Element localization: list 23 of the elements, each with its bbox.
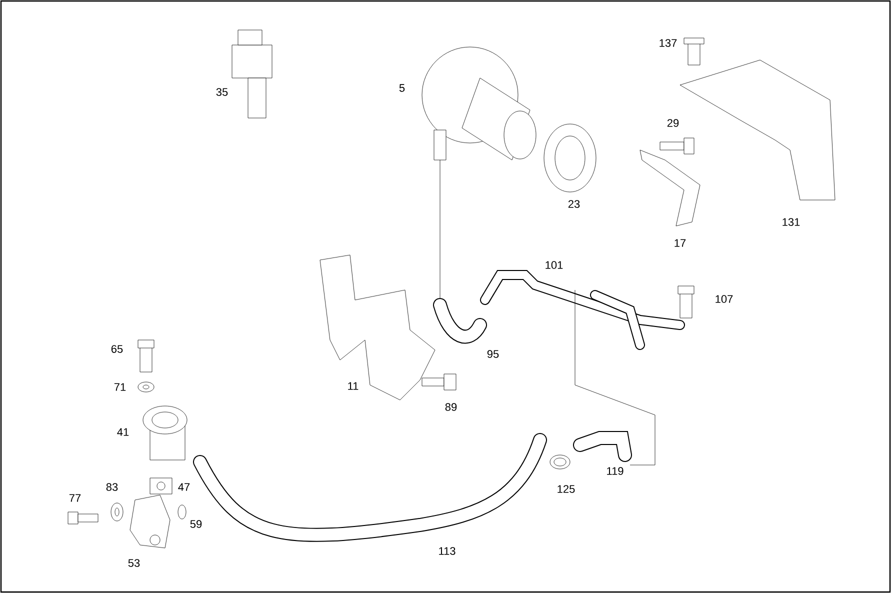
callout-number: 95 <box>487 350 499 358</box>
callout-number: 113 <box>439 547 456 555</box>
callout-number: 23 <box>568 200 580 208</box>
callout-number: 29 <box>667 119 679 127</box>
callout-number: 131 <box>782 218 800 226</box>
callout-number: 119 <box>607 467 624 475</box>
callout-number: 59 <box>190 520 202 528</box>
callout-number: 89 <box>445 403 457 411</box>
callout-number: 77 <box>69 494 81 502</box>
callout-number: 17 <box>674 239 686 247</box>
callout-number: 5 <box>399 84 405 92</box>
callout-number: 83 <box>106 483 118 491</box>
callout-number: 101 <box>546 261 563 269</box>
callout-number: 137 <box>660 39 677 47</box>
callout-number: 107 <box>716 295 733 303</box>
callout-number: 65 <box>111 345 123 353</box>
callout-number: 35 <box>216 88 228 96</box>
callout-number: 41 <box>117 428 129 436</box>
callout-number: 53 <box>128 559 140 567</box>
callout-number: 47 <box>178 483 190 491</box>
callout-number: 125 <box>558 485 575 493</box>
callout-number: 71 <box>114 383 126 391</box>
callout-number: 11 <box>348 382 358 390</box>
